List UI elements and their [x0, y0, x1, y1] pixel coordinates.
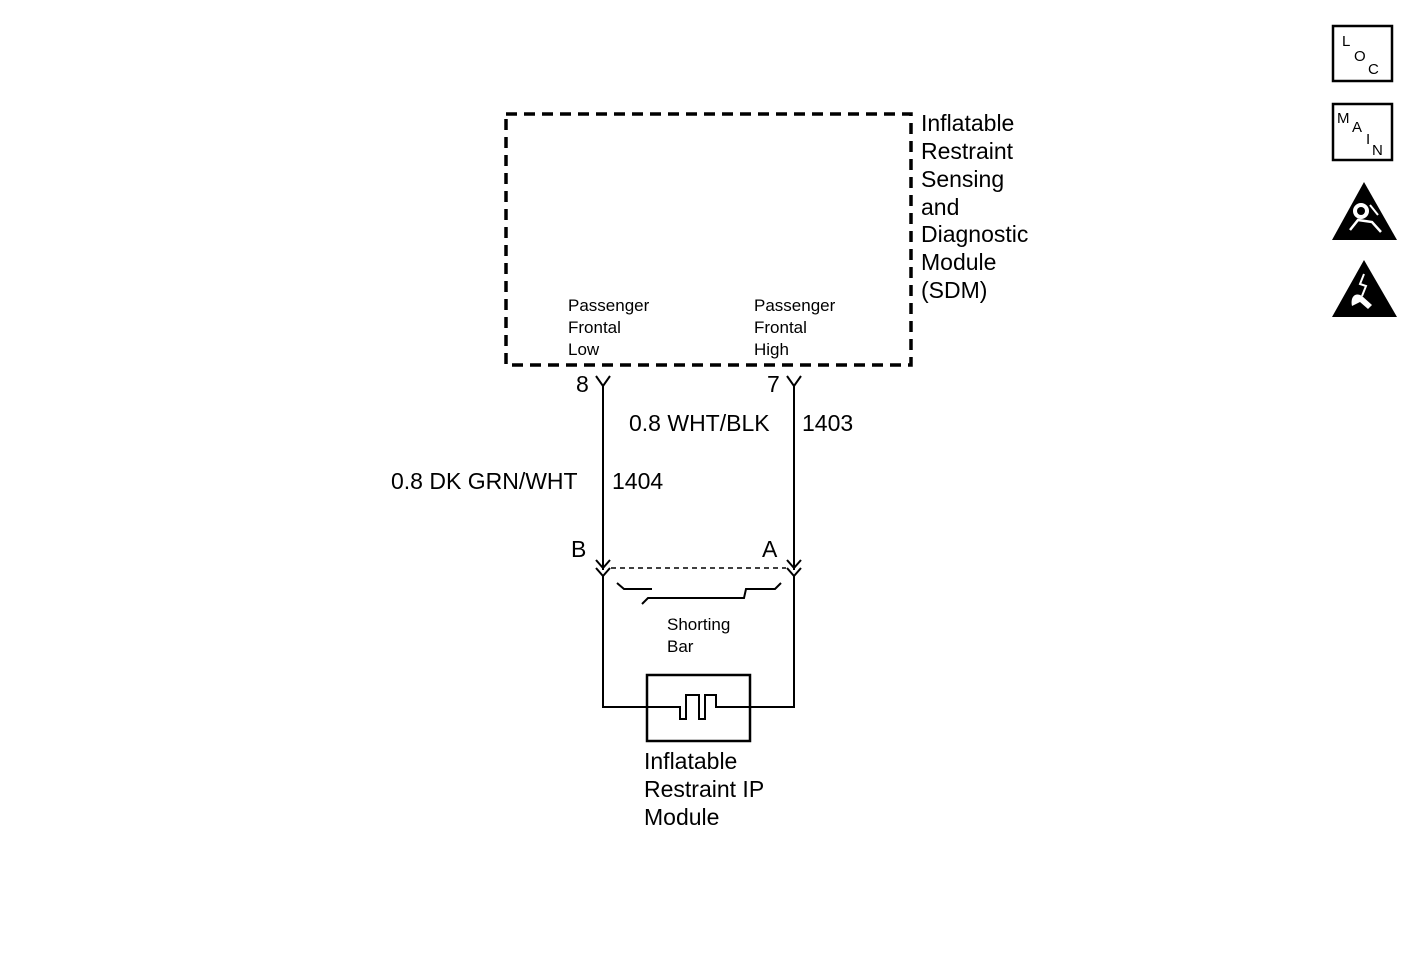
- wire-to-module-low: [602, 576, 647, 708]
- main-letter: N: [1372, 142, 1383, 159]
- sdm-box: [504, 112, 913, 367]
- pin-low-label-line: Frontal: [568, 318, 621, 337]
- pin-low-label-line: Passenger: [568, 296, 650, 315]
- pin-low-label-line: Low: [568, 340, 600, 359]
- ip-module-label: Inflatable Restraint IP Module: [644, 748, 764, 830]
- pin-low-connector-symbol: [595, 375, 611, 388]
- shorting-bar-symbol: [616, 582, 782, 605]
- sdm-label-line: and: [921, 194, 959, 220]
- wire-1403-spec: 0.8 WHT/BLK: [629, 410, 770, 436]
- ip-module-label-line: Module: [644, 804, 719, 830]
- ip-module-label-line: Inflatable: [644, 748, 737, 774]
- sdm-label-line: (SDM): [921, 277, 987, 303]
- pin-high-label-line: Passenger: [754, 296, 836, 315]
- squib-icon: [647, 694, 750, 720]
- terminal-a-label: A: [762, 536, 778, 562]
- wire-1404-spec: 0.8 DK GRN/WHT: [391, 468, 578, 494]
- wire-1403-circuit: 1403: [802, 410, 853, 436]
- pin-high-number: 7: [767, 371, 780, 397]
- sdm-label-line: Module: [921, 249, 996, 275]
- pin-high-label-line: High: [754, 340, 789, 359]
- wire-1404-circuit: 1404: [612, 468, 663, 494]
- shorting-bar-label-line: Bar: [667, 637, 694, 656]
- pin-high-label: Passenger Frontal High: [754, 296, 836, 359]
- sdm-label-line: Inflatable: [921, 110, 1014, 136]
- wire-to-module-high: [750, 576, 795, 708]
- terminal-b-label: B: [571, 536, 586, 562]
- ip-module-label-line: Restraint IP: [644, 776, 764, 802]
- esd-warning-icon[interactable]: [1332, 260, 1397, 317]
- loc-letter: C: [1368, 61, 1379, 78]
- shorting-bar-label: Shorting Bar: [667, 615, 730, 656]
- location-icon[interactable]: L O C: [1331, 24, 1394, 83]
- sdm-label-line: Sensing: [921, 166, 1004, 192]
- main-icon[interactable]: M A I N: [1331, 102, 1394, 162]
- sdm-label: Inflatable Restraint Sensing and Diagnos…: [921, 110, 1028, 303]
- loc-letter: L: [1342, 33, 1350, 50]
- pin-low-label: Passenger Frontal Low: [568, 296, 650, 359]
- sdm-label-line: Restraint: [921, 138, 1014, 164]
- sdm-label-line: Diagnostic: [921, 221, 1028, 247]
- main-letter: A: [1352, 119, 1362, 136]
- loc-letter: O: [1354, 48, 1366, 65]
- main-letter: M: [1337, 110, 1350, 127]
- airbag-warning-icon[interactable]: [1332, 182, 1397, 240]
- pin-low-number: 8: [576, 371, 589, 397]
- pin-high-connector-symbol: [786, 375, 802, 388]
- pin-high-label-line: Frontal: [754, 318, 807, 337]
- shorting-bar-label-line: Shorting: [667, 615, 730, 634]
- main-letter: I: [1366, 131, 1370, 148]
